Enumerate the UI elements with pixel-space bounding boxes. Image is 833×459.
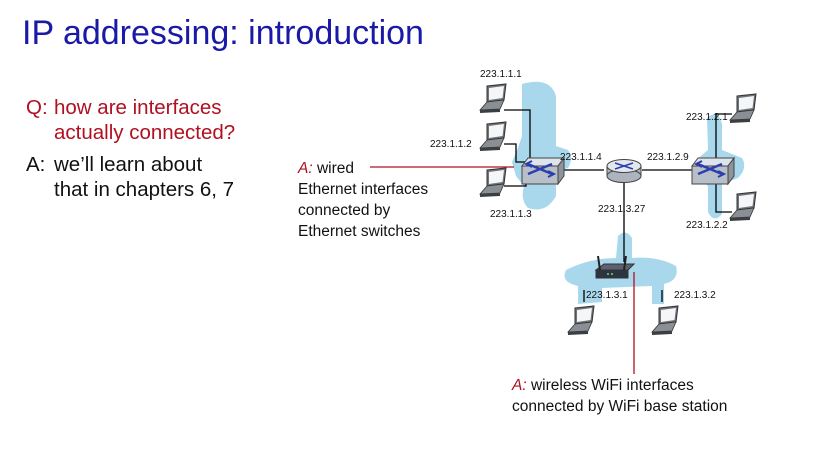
laptop-icon xyxy=(479,167,507,198)
link-h1-switch1 xyxy=(504,109,531,168)
wired-note-line-3: connected by xyxy=(298,202,391,219)
laptop-icon xyxy=(479,83,507,114)
addr-h3: 223.1.1.3 xyxy=(490,209,532,220)
answer-line-2: that in chapters 6, 7 xyxy=(54,178,235,201)
addr-w2: 223.1.3.2 xyxy=(674,290,716,301)
link-h5-switch2 xyxy=(715,182,732,213)
ethernet-switch-icon xyxy=(520,156,566,186)
router-icon xyxy=(606,158,642,184)
addr-w1: 223.1.3.1 xyxy=(586,290,628,301)
laptop-icon xyxy=(729,191,757,222)
addr-r3: 223.1.3.27 xyxy=(598,204,646,215)
link-h2-switch1 xyxy=(504,143,526,163)
laptop-icon xyxy=(729,93,757,124)
wired-note-line-1: wired xyxy=(316,160,355,177)
laptop-icon xyxy=(651,305,679,336)
subnet-1-region xyxy=(512,81,571,210)
addr-h5: 223.1.2.2 xyxy=(686,220,728,231)
addr-h1: 223.1.1.1 xyxy=(480,69,522,80)
wired-note-line-4: Ethernet switches xyxy=(298,223,421,240)
wireless-note-line-1: wireless WiFi interfaces xyxy=(530,377,694,394)
question-line-1: how are interfaces xyxy=(54,96,222,119)
wired-note: A: wired Ethernet interfaces connected b… xyxy=(298,158,428,242)
addr-h2: 223.1.1.2 xyxy=(430,139,472,150)
wireless-note-line-2: connected by WiFi base station xyxy=(512,398,728,415)
wired-note-line-2: Ethernet interfaces xyxy=(298,181,429,198)
ethernet-switch-icon xyxy=(690,156,736,186)
addr-h4: 223.1.2.1 xyxy=(686,112,728,123)
wireless-note: A: wireless WiFi interfaces connected by… xyxy=(512,375,727,417)
link-h4-switch2 xyxy=(715,113,732,160)
addr-r2: 223.1.2.9 xyxy=(647,152,689,163)
laptop-icon xyxy=(479,121,507,152)
laptop-icon xyxy=(567,305,595,336)
question-line-2: actually connected? xyxy=(54,121,236,144)
question-label: Q: xyxy=(26,96,48,119)
wireless-note-label: A: xyxy=(512,377,527,394)
addr-r1: 223.1.1.4 xyxy=(560,152,602,163)
answer-label: A: xyxy=(26,153,46,176)
answer-line-1: we’ll learn about xyxy=(54,153,203,176)
slide-title: IP addressing: introduction xyxy=(22,14,424,52)
wired-note-label: A: xyxy=(298,160,313,177)
